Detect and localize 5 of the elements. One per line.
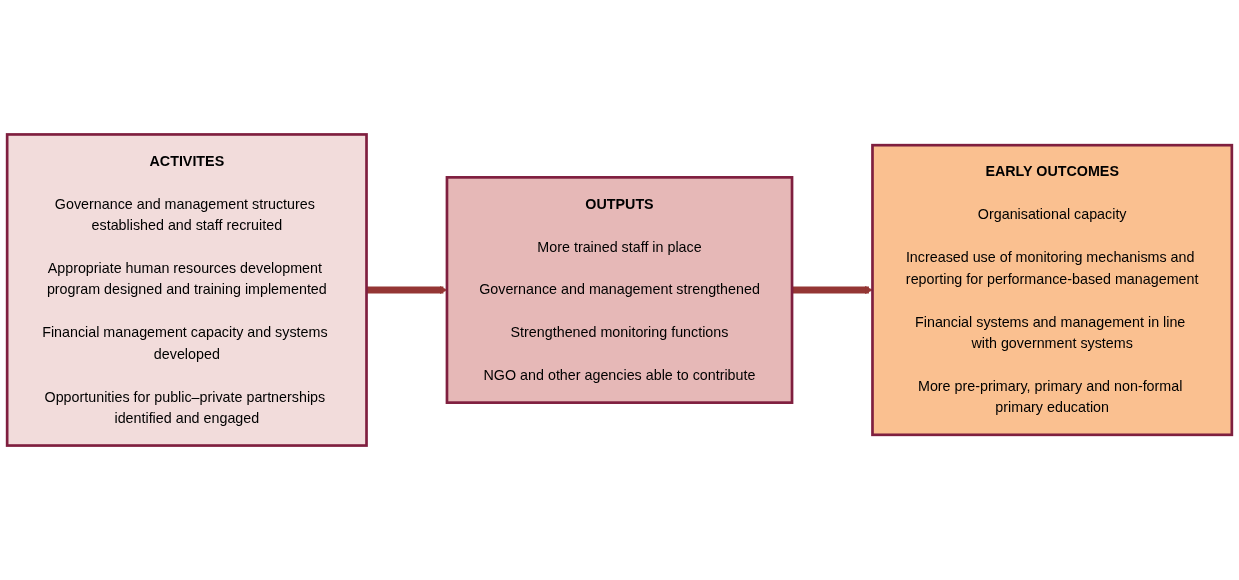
arrow xyxy=(792,286,873,294)
node-box: EARLY OUTCOMES Organisational capacity Increased use of monitoring mechanisms and reporting for performance-based management Financial systems and management in line with government systems More pre-primary, primary and non-formal primary education xyxy=(871,143,1234,437)
node-box: ACTIVITES Governance and management structures established and staff recruited Appropriate human resources development program designed and training implemented Financial management capacity and systems developed Opportunities for public–private partnerships identified and engaged xyxy=(5,133,368,447)
node-box: OUTPUTS More trained staff in place Governance and management strengthened Strengthened monitoring functions NGO and other agencies able to contribute xyxy=(445,176,794,404)
arrow xyxy=(366,286,448,294)
